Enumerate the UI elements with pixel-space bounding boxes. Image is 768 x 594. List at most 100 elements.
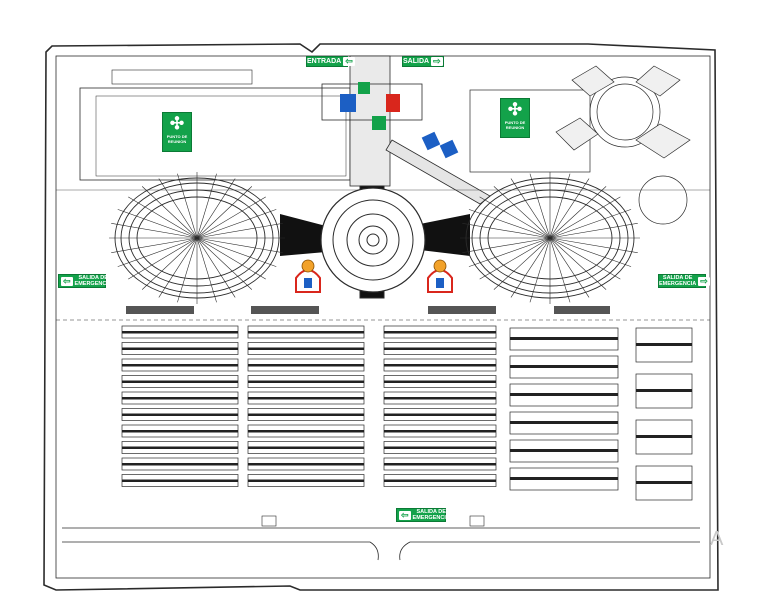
parking-row xyxy=(384,364,496,367)
exit-arrow-icon xyxy=(358,82,370,94)
arena-spoke xyxy=(177,237,198,303)
fire-extinguisher-icon xyxy=(295,259,321,293)
parking-row xyxy=(510,421,618,424)
arena-spoke xyxy=(196,186,253,239)
parking-row xyxy=(384,463,496,466)
ramp xyxy=(385,139,491,205)
parking-row xyxy=(636,389,692,392)
arena-spoke xyxy=(479,237,551,280)
parking-row xyxy=(122,380,238,383)
parking-row xyxy=(636,481,692,484)
arena-spoke xyxy=(549,209,632,239)
emergencia-label: SALIDA DE EMERGENCIA xyxy=(659,275,697,287)
parking-row xyxy=(510,393,618,396)
arena-spoke xyxy=(196,237,217,303)
arena-spoke xyxy=(128,237,198,280)
parking-row xyxy=(248,347,364,350)
arena-spoke xyxy=(196,178,236,239)
arena-spoke xyxy=(549,196,621,239)
arena-spoke xyxy=(493,186,551,239)
arena-spoke xyxy=(111,223,198,239)
punto-label: PUNTO DE REUNION xyxy=(504,120,526,130)
arena-spoke xyxy=(549,237,621,280)
exit-arrow-icon xyxy=(372,116,386,130)
parking-row xyxy=(122,463,238,466)
restroom-icon xyxy=(421,131,459,159)
parking-row xyxy=(248,331,364,334)
parking-row xyxy=(122,364,238,367)
parking-row xyxy=(384,397,496,400)
arena-spoke xyxy=(196,237,283,253)
arena-spoke xyxy=(549,237,607,290)
arena-spoke xyxy=(462,223,551,239)
salida-sign: SALIDA ⇨ xyxy=(402,56,444,67)
parking-row xyxy=(248,463,364,466)
parking-row xyxy=(122,397,238,400)
arena-spoke xyxy=(549,237,632,267)
restroom-icon xyxy=(340,94,356,112)
exit-arrow-icon: ⇨ xyxy=(431,56,443,66)
parking-row xyxy=(248,364,364,367)
arena-spoke xyxy=(468,237,551,267)
watermark: A xyxy=(710,528,724,550)
arena-spoke xyxy=(549,178,590,239)
parking-row xyxy=(248,446,364,449)
arena-spoke xyxy=(549,237,638,253)
exit-arrow-icon: ⇨ xyxy=(698,275,710,286)
punto-label: PUNTO DE REUNION xyxy=(166,134,188,144)
arena-spoke xyxy=(529,173,551,239)
arena-spoke xyxy=(196,196,266,239)
arena-spoke xyxy=(117,237,198,267)
emergency-exit-bottom: ⇦ SALIDA DE EMERGENCIA xyxy=(396,508,450,522)
exit-arrow-icon: ⇦ xyxy=(343,56,355,66)
arena-spoke xyxy=(510,237,551,298)
arena-spoke xyxy=(510,178,551,239)
parking-row xyxy=(122,446,238,449)
parking-row xyxy=(122,430,238,433)
arena-spoke xyxy=(196,237,236,298)
parking-row xyxy=(384,347,496,350)
parking-row xyxy=(636,435,692,438)
punto-reunion-right: ✣ PUNTO DE REUNION xyxy=(500,98,530,138)
building-left xyxy=(79,87,351,181)
parking-row xyxy=(384,380,496,383)
arena-spoke xyxy=(141,186,198,239)
parking-row xyxy=(510,337,618,340)
outer-wall xyxy=(43,43,719,591)
arena-spoke xyxy=(158,178,198,239)
assembly-point-icon: ✣ xyxy=(507,100,523,119)
arena-spoke xyxy=(196,173,217,239)
central-fountain xyxy=(280,185,470,299)
parking-row xyxy=(248,397,364,400)
emergency-exit-left: ⇦ SALIDA DE EMERGENCIA xyxy=(58,274,112,288)
arena-spoke xyxy=(549,237,590,298)
arena-spoke xyxy=(111,237,198,253)
emergency-exit-right: SALIDA DE EMERGENCIA ⇨ xyxy=(658,274,710,288)
arena-spoke xyxy=(479,196,551,239)
parking-row xyxy=(384,331,496,334)
parking-row xyxy=(248,430,364,433)
assembly-point-icon: ✣ xyxy=(169,114,185,133)
arena-spoke xyxy=(493,237,551,290)
arena-spoke xyxy=(128,196,198,239)
parking-row xyxy=(636,343,692,346)
parking-blocks xyxy=(121,325,693,501)
parking-row xyxy=(122,413,238,416)
arena-spoke xyxy=(196,237,277,267)
emergencia-label: SALIDA DE EMERGENCIA xyxy=(412,509,450,521)
arena-spoke xyxy=(196,237,253,290)
fire-alarm-icon xyxy=(386,94,400,112)
arena-spoke xyxy=(177,173,198,239)
parking-row xyxy=(384,479,496,482)
exit-arrow-icon: ⇦ xyxy=(61,275,73,286)
emergencia-label: SALIDA DE EMERGENCIA xyxy=(74,275,112,287)
arena-spoke xyxy=(549,237,571,303)
first-aid-icon xyxy=(427,259,453,293)
parking-row xyxy=(510,365,618,368)
arena-spoke xyxy=(462,237,551,253)
parking-row xyxy=(122,347,238,350)
parking-row xyxy=(510,449,618,452)
bottom-road xyxy=(62,527,700,561)
parking-row xyxy=(510,477,618,480)
